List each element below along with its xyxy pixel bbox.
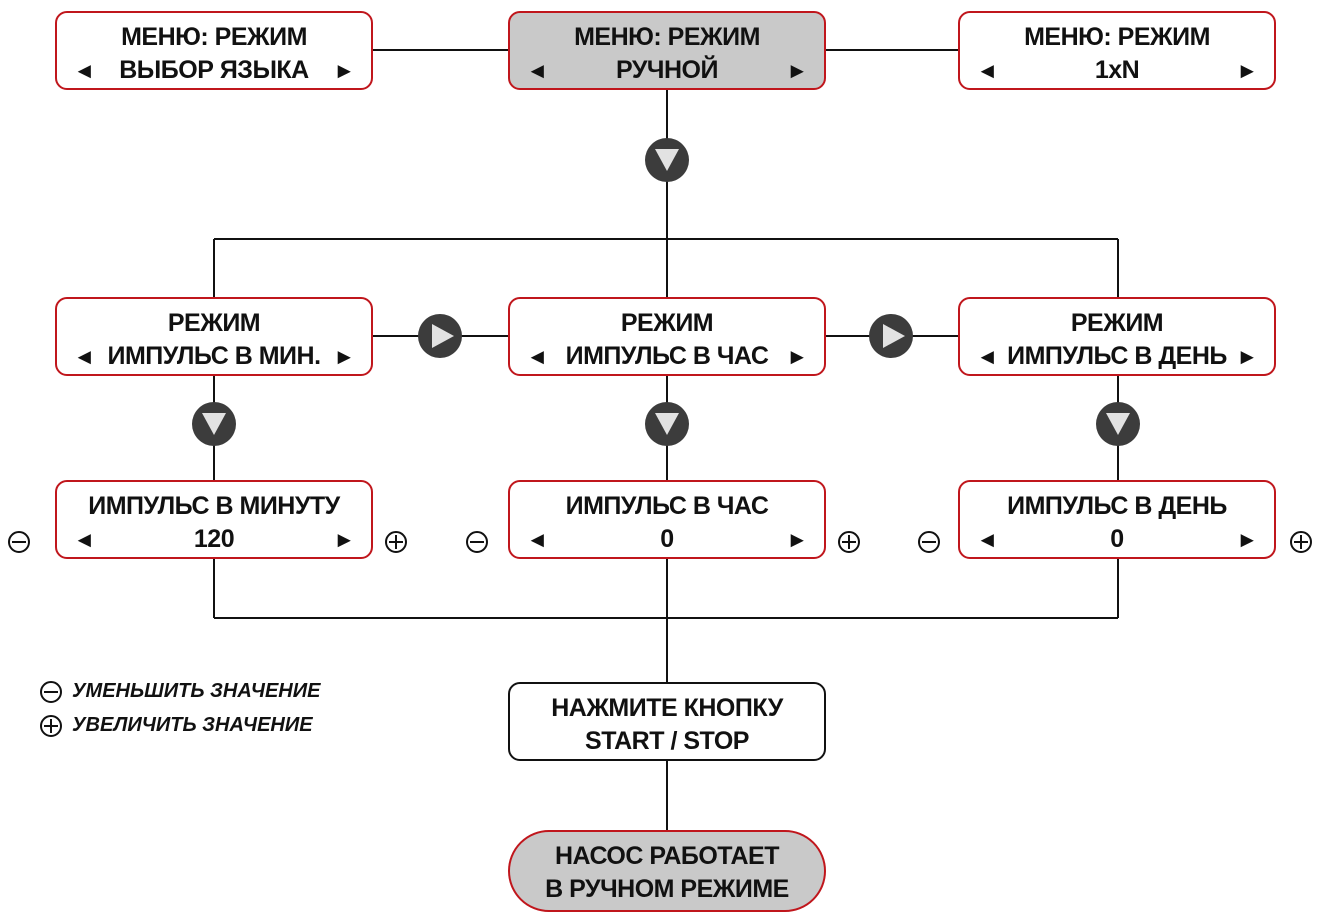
left-arrow-icon[interactable]: ◄ xyxy=(526,344,548,369)
press-line1: НАЖМИТЕ КНОПКУ xyxy=(551,694,783,722)
left-arrow-icon[interactable]: ◄ xyxy=(526,527,548,552)
mode-title: РЕЖИМ xyxy=(1070,309,1164,337)
left-arrow-icon[interactable]: ◄ xyxy=(976,344,998,369)
menu-manual-title: МЕНЮ: РЕЖИМ xyxy=(574,23,760,51)
right-arrow-icon xyxy=(418,314,462,358)
press-line2: START / STOP xyxy=(585,727,749,755)
left-arrow-icon[interactable]: ◄ xyxy=(73,527,95,552)
mode-per-hour-label: ИМПУЛЬС В ЧАС xyxy=(565,342,769,370)
mode-title: РЕЖИМ xyxy=(167,309,261,337)
menu-language-title: МЕНЮ: РЕЖИМ xyxy=(121,23,307,51)
right-arrow-icon[interactable]: ► xyxy=(786,527,808,552)
legend-plus: УВЕЛИЧИТЬ ЗНАЧЕНИЕ xyxy=(40,714,313,737)
right-arrow-icon[interactable]: ► xyxy=(1236,527,1258,552)
value-per-min-number: 120 xyxy=(193,525,235,553)
menu-1xn-box[interactable]: МЕНЮ: РЕЖИМ ◄ 1xN ► xyxy=(958,11,1276,90)
menu-manual-value: РУЧНОЙ xyxy=(616,56,718,84)
press-start-stop-box[interactable]: НАЖМИТЕ КНОПКУ START / STOP xyxy=(508,682,826,761)
result-line1: НАСОС РАБОТАЕТ xyxy=(554,842,780,870)
mode-per-day-label: ИМПУЛЬС В ДЕНЬ xyxy=(1007,342,1227,370)
left-arrow-icon[interactable]: ◄ xyxy=(73,344,95,369)
mode-per-day-box[interactable]: РЕЖИМ ◄ ИМПУЛЬС В ДЕНЬ ► xyxy=(958,297,1276,376)
value-per-min-box[interactable]: ИМПУЛЬС В МИНУТУ ◄ 120 ► xyxy=(55,480,373,559)
right-arrow-icon[interactable]: ► xyxy=(1236,58,1258,83)
minus-icon xyxy=(40,680,62,703)
value-per-hour-number: 0 xyxy=(660,525,674,553)
plus-icon[interactable] xyxy=(385,531,407,553)
menu-1xn-title: МЕНЮ: РЕЖИМ xyxy=(1024,23,1210,51)
menu-manual-box[interactable]: МЕНЮ: РЕЖИМ ◄ РУЧНОЙ ► xyxy=(508,11,826,90)
mode-title: РЕЖИМ xyxy=(620,309,714,337)
value-per-day-box[interactable]: ИМПУЛЬС В ДЕНЬ ◄ 0 ► xyxy=(958,480,1276,559)
value-per-hour-title: ИМПУЛЬС В ЧАС xyxy=(565,492,769,520)
value-per-min-title: ИМПУЛЬС В МИНУТУ xyxy=(88,492,340,520)
pump-manual-result: НАСОС РАБОТАЕТ В РУЧНОМ РЕЖИМЕ xyxy=(508,830,826,912)
right-arrow-icon[interactable]: ► xyxy=(333,527,355,552)
right-arrow-icon[interactable]: ► xyxy=(333,344,355,369)
left-arrow-icon[interactable]: ◄ xyxy=(976,58,998,83)
mode-per-min-label: ИМПУЛЬС В МИН. xyxy=(107,342,321,370)
menu-1xn-value: 1xN xyxy=(1094,56,1140,84)
minus-icon[interactable] xyxy=(466,531,488,553)
left-arrow-icon[interactable]: ◄ xyxy=(73,58,95,83)
right-arrow-icon[interactable]: ► xyxy=(786,344,808,369)
value-per-day-number: 0 xyxy=(1110,525,1124,553)
down-arrow-icon xyxy=(645,402,689,446)
left-arrow-icon[interactable]: ◄ xyxy=(976,527,998,552)
menu-language-value: ВЫБОР ЯЗЫКА xyxy=(119,56,309,84)
right-arrow-icon[interactable]: ► xyxy=(786,58,808,83)
value-per-hour-box[interactable]: ИМПУЛЬС В ЧАС ◄ 0 ► xyxy=(508,480,826,559)
result-line2: В РУЧНОМ РЕЖИМЕ xyxy=(545,875,789,903)
menu-language-box[interactable]: МЕНЮ: РЕЖИМ ◄ ВЫБОР ЯЗЫКА ► xyxy=(55,11,373,90)
value-per-day-title: ИМПУЛЬС В ДЕНЬ xyxy=(1007,492,1227,520)
right-arrow-icon xyxy=(869,314,913,358)
mode-per-min-box[interactable]: РЕЖИМ ◄ ИМПУЛЬС В МИН. ► xyxy=(55,297,373,376)
legend-minus: УМЕНЬШИТЬ ЗНАЧЕНИЕ xyxy=(40,680,320,703)
right-arrow-icon[interactable]: ► xyxy=(333,58,355,83)
right-arrow-icon[interactable]: ► xyxy=(1236,344,1258,369)
plus-icon[interactable] xyxy=(1290,531,1312,553)
down-arrow-icon xyxy=(192,402,236,446)
plus-icon[interactable] xyxy=(838,531,860,553)
legend-minus-text: УМЕНЬШИТЬ ЗНАЧЕНИЕ xyxy=(72,680,321,702)
mode-per-hour-box[interactable]: РЕЖИМ ◄ ИМПУЛЬС В ЧАС ► xyxy=(508,297,826,376)
plus-icon xyxy=(40,714,62,737)
down-arrow-icon xyxy=(1096,402,1140,446)
legend-plus-text: УВЕЛИЧИТЬ ЗНАЧЕНИЕ xyxy=(72,714,313,736)
left-arrow-icon[interactable]: ◄ xyxy=(526,58,548,83)
minus-icon[interactable] xyxy=(918,531,940,553)
minus-icon[interactable] xyxy=(8,531,30,553)
down-arrow-icon xyxy=(645,138,689,182)
